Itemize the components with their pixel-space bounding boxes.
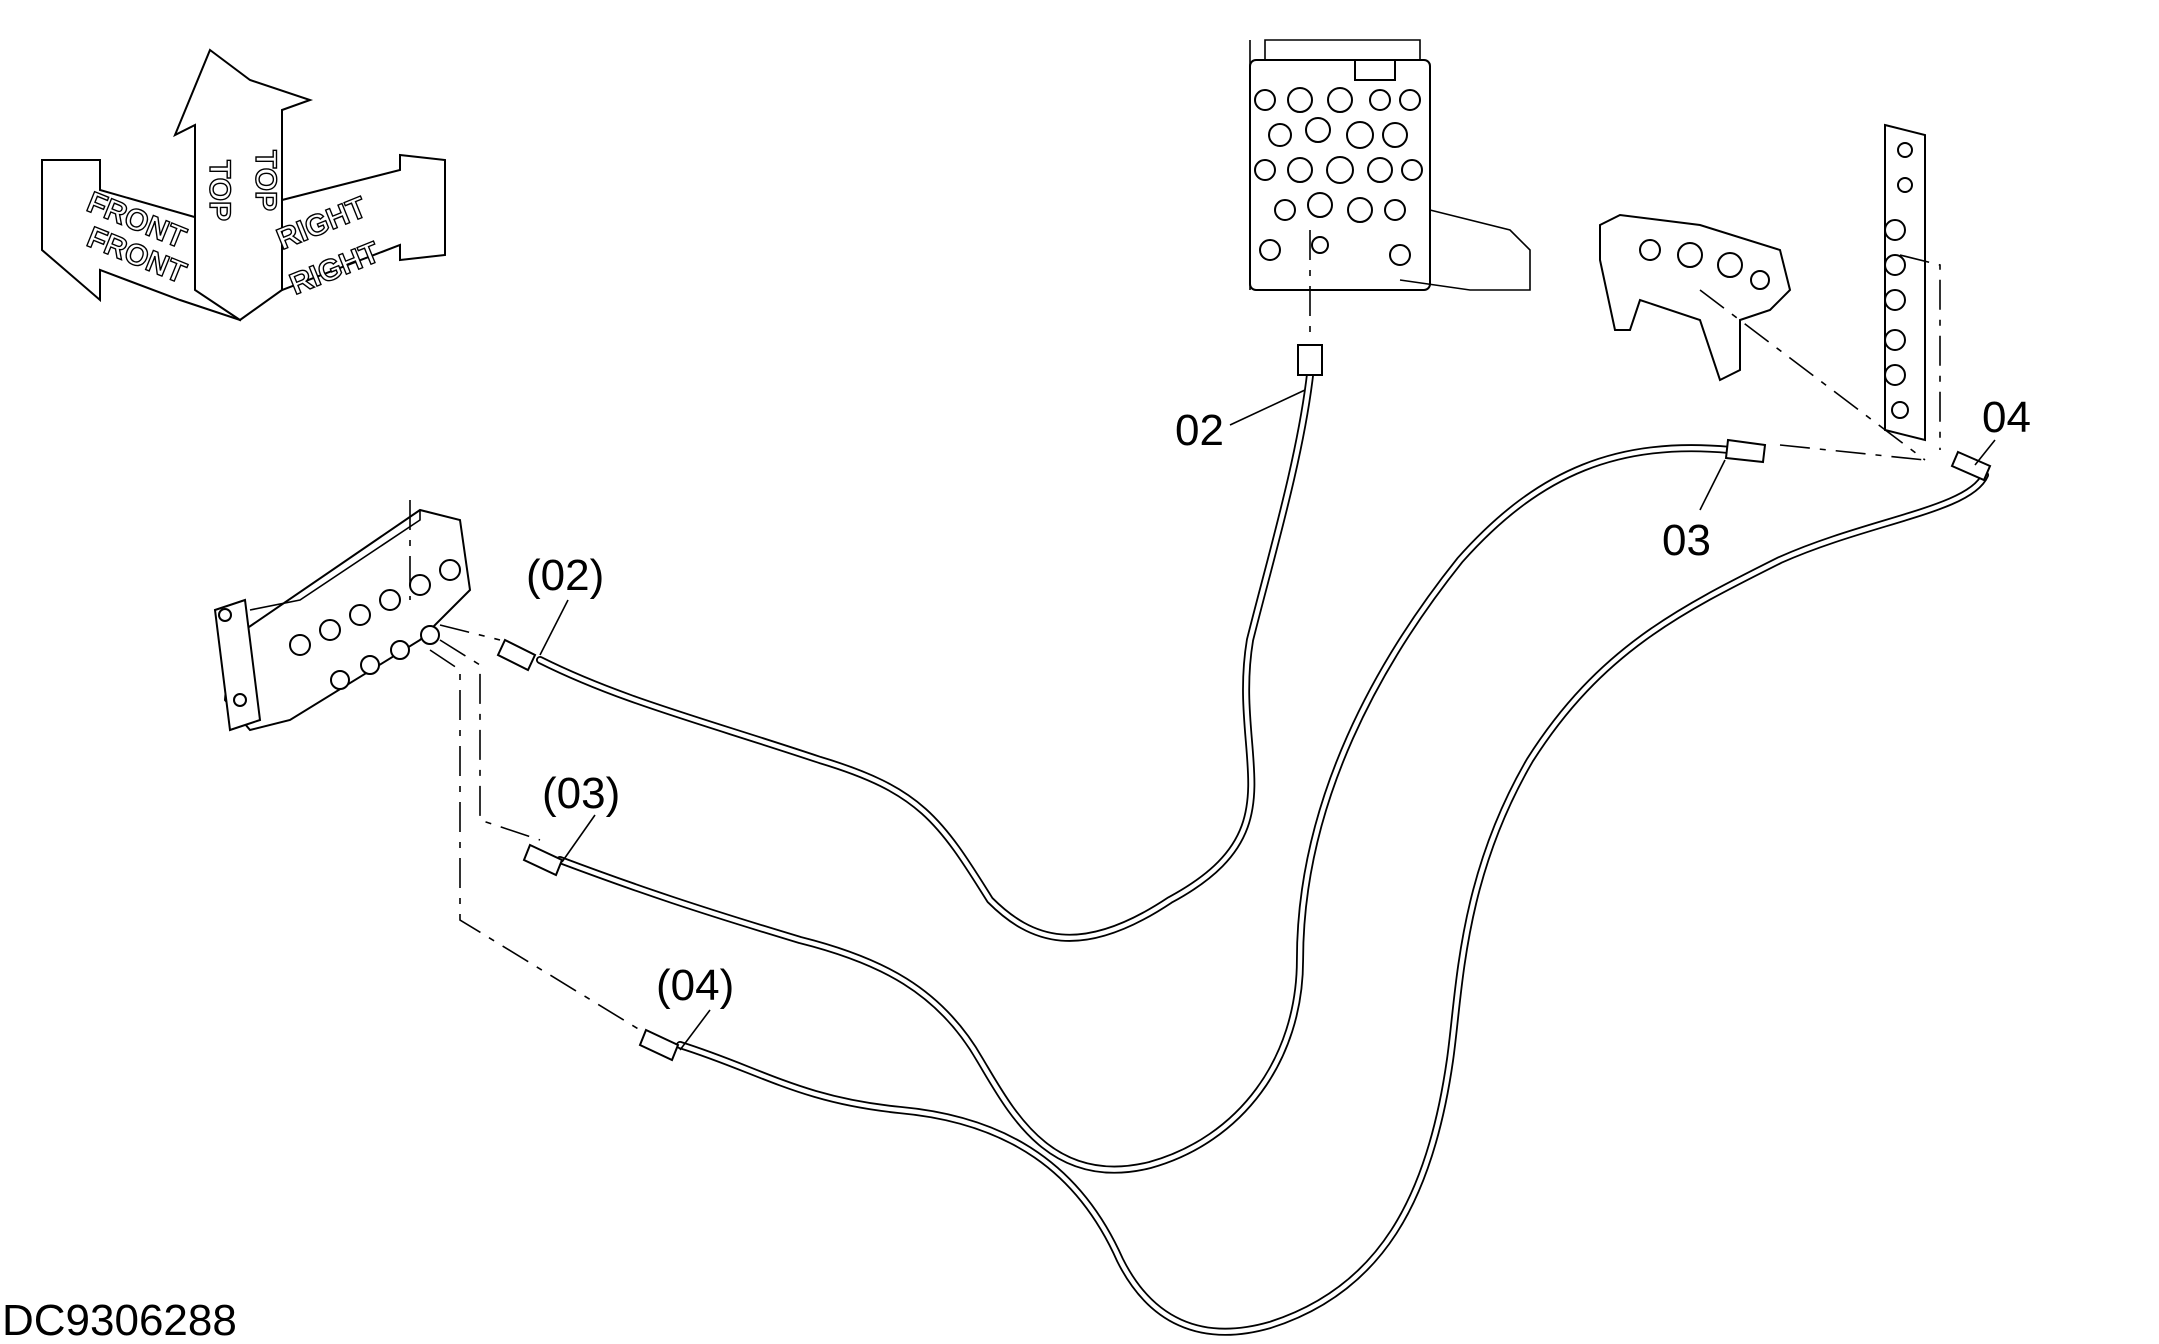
callout-03-ref: (03)	[542, 769, 620, 818]
pilot-valve-block	[1249, 39, 1531, 335]
callout-02-ref: (02)	[526, 551, 604, 600]
orientation-icon: FRONT FRONT TOP TOP RIGHT RIGHT	[41, 48, 446, 322]
callout-02: 02	[1175, 406, 1224, 455]
orientation-top-left: TOP	[203, 160, 236, 221]
drawing-id: DC9306288	[2, 1296, 237, 1344]
callout-04: 04	[1982, 393, 2031, 442]
callout-03: 03	[1662, 516, 1711, 565]
hose-04	[638, 450, 1992, 1336]
left-manifold	[213, 500, 641, 1031]
hose-03	[522, 438, 1767, 1174]
callout-04-ref: (04)	[656, 961, 734, 1010]
leader-lines	[539, 389, 1996, 1051]
right-valve-assembly	[1599, 123, 1941, 461]
orientation-top-right: TOP	[249, 150, 282, 211]
hose-02	[496, 344, 1323, 942]
